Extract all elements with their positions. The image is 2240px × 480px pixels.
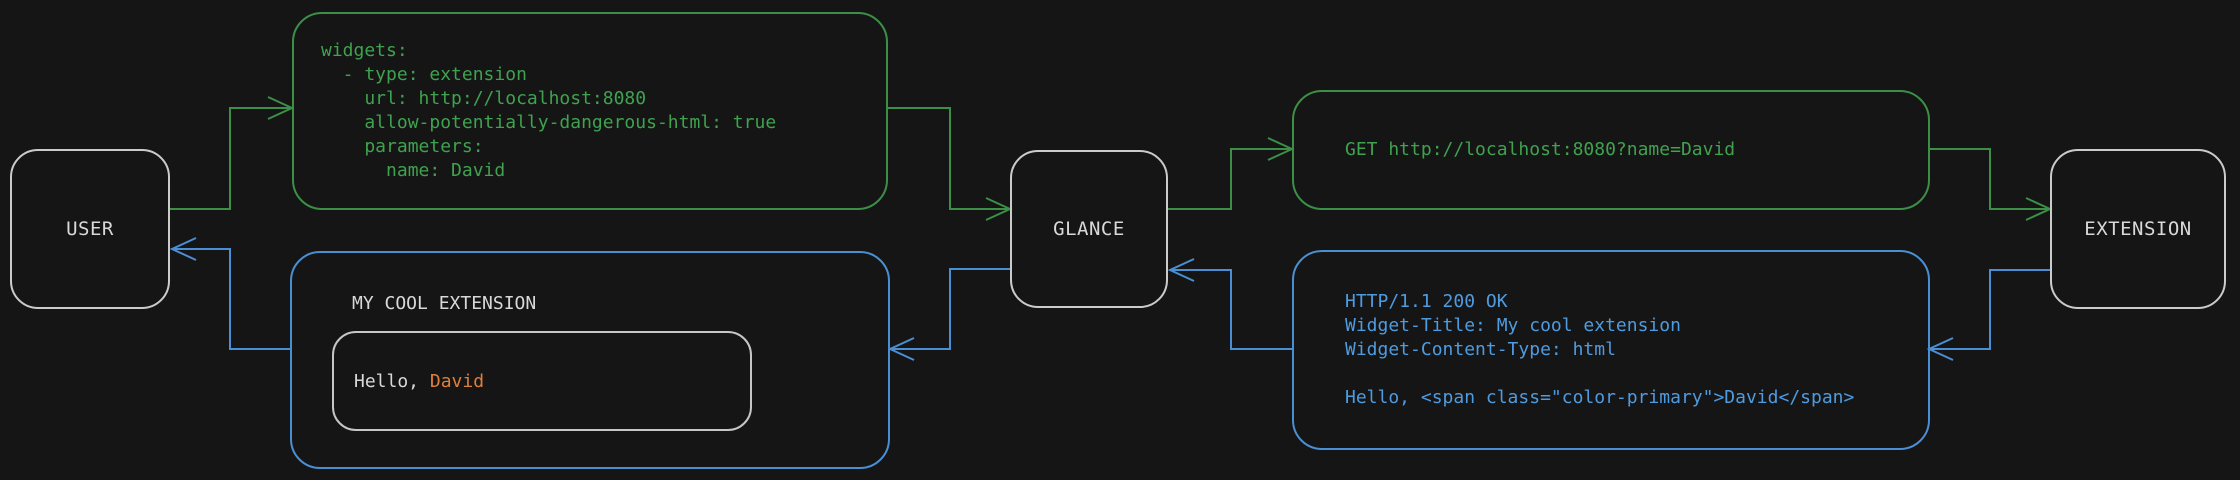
widget-preview: Hello, David: [332, 331, 752, 431]
arrowhead-right-icon: [1267, 137, 1295, 161]
node-glance: GLANCE: [1010, 150, 1168, 308]
greeting-name: David: [429, 370, 485, 392]
response-line: Widget-Title: My cool extension: [1345, 315, 1681, 336]
arrowhead-right-icon: [985, 197, 1013, 221]
http-request-block: GET http://localhost:8080?name=David: [1292, 90, 1930, 210]
arrow-glance-to-request: [1168, 137, 1295, 210]
arrowhead-left-icon: [1926, 337, 1954, 361]
node-user: USER: [10, 149, 170, 309]
config-line: url: http://localhost:8080: [321, 88, 647, 109]
arrow-config-to-glance: [888, 107, 1013, 221]
config-yaml-block: widgets: - type: extension url: http://l…: [292, 12, 888, 210]
config-line: name: David: [321, 160, 506, 181]
widget-title: MY COOL EXTENSION: [352, 293, 537, 314]
arrow-request-to-extension: [1930, 148, 2053, 221]
config-line: parameters:: [321, 136, 484, 157]
arrowhead-left-icon: [887, 337, 915, 361]
arrow-user-to-config: [170, 96, 295, 210]
greeting-prefix: Hello,: [354, 370, 430, 392]
response-line: HTTP/1.1 200 OK: [1345, 291, 1508, 312]
response-line: Widget-Content-Type: html: [1345, 339, 1616, 360]
arrow-extension-to-response: [1926, 269, 2050, 361]
response-line: Hello, <span class="color-primary">David…: [1345, 387, 1855, 408]
arrowhead-right-icon: [267, 96, 295, 120]
node-extension: EXTENSION: [2050, 149, 2226, 309]
config-yaml-code: widgets: - type: extension url: http://l…: [294, 14, 886, 208]
arrowhead-left-icon: [169, 237, 197, 261]
config-line: widgets:: [321, 40, 408, 61]
node-extension-label: EXTENSION: [2084, 218, 2192, 240]
arrowhead-right-icon: [2025, 197, 2053, 221]
http-response-block: HTTP/1.1 200 OK Widget-Title: My cool ex…: [1292, 250, 1930, 450]
config-line: allow-potentially-dangerous-html: true: [321, 112, 777, 133]
arrow-response-to-glance: [1167, 258, 1292, 350]
http-request-code: GET http://localhost:8080?name=David: [1294, 92, 1928, 208]
http-response-code: HTTP/1.1 200 OK Widget-Title: My cool ex…: [1294, 252, 1928, 448]
node-glance-label: GLANCE: [1053, 218, 1125, 240]
response-line: [1345, 362, 1928, 386]
arrow-widget-to-user: [169, 237, 290, 350]
node-user-label: USER: [66, 218, 114, 240]
request-line: GET http://localhost:8080?name=David: [1345, 139, 1736, 160]
arrowhead-left-icon: [1167, 258, 1195, 282]
config-line: - type: extension: [321, 64, 527, 85]
rendered-widget-block: MY COOL EXTENSION Hello, David: [290, 251, 890, 469]
arrow-glance-to-widget: [887, 268, 1010, 361]
